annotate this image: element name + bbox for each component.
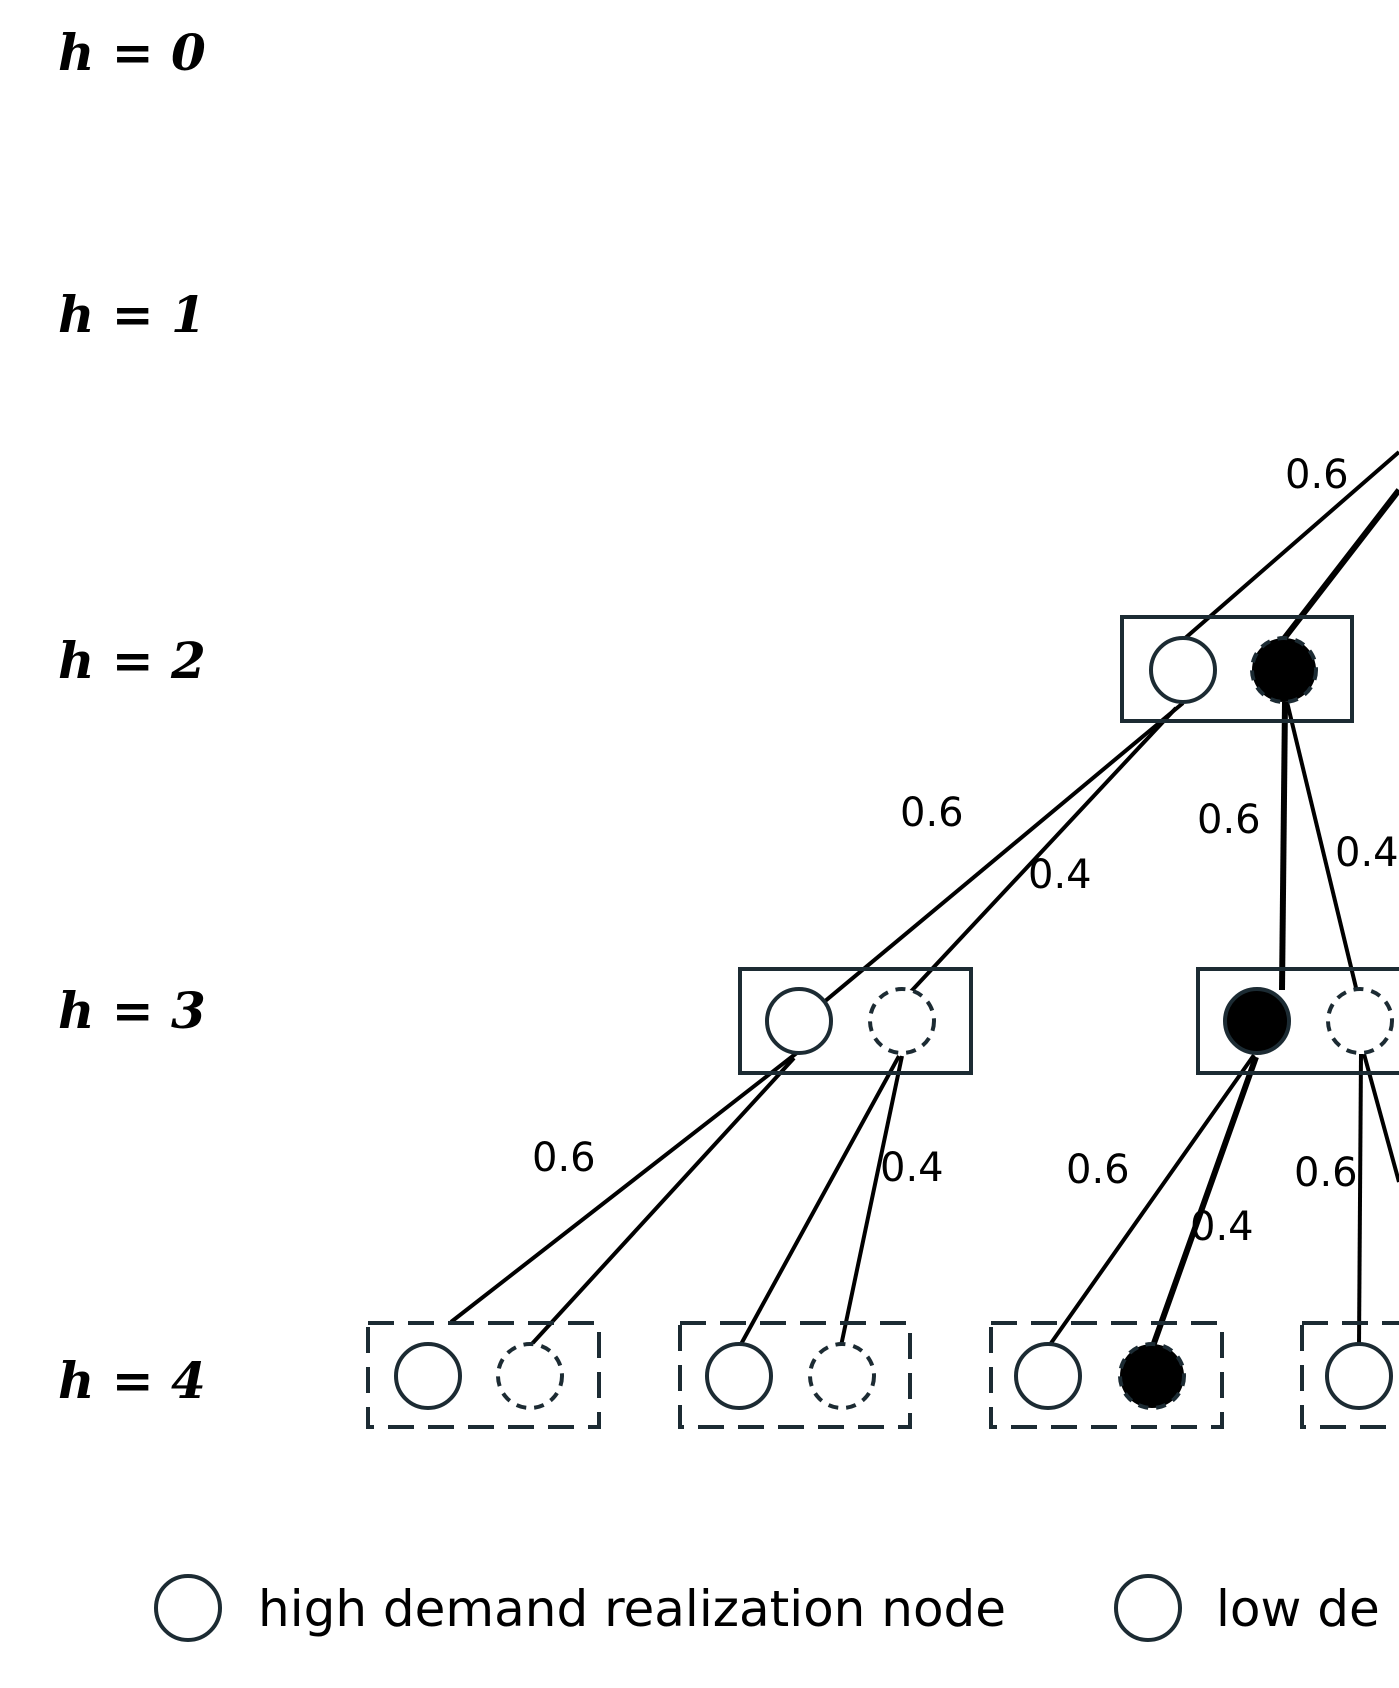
high-demand-node bbox=[1325, 1342, 1393, 1410]
prob-label: 0.6 bbox=[1066, 1147, 1130, 1193]
prob-label: 0.6 bbox=[1285, 452, 1349, 498]
low-demand-node bbox=[1326, 987, 1394, 1055]
node-group-h4-4 bbox=[1300, 1321, 1399, 1429]
edge-h2-to-h3a-high bbox=[798, 701, 1185, 1024]
high-demand-node bbox=[1014, 1342, 1082, 1410]
edge-h3c-to-h4-low bbox=[1362, 1053, 1399, 1183]
low-demand-node bbox=[808, 1342, 876, 1410]
node-group-h4-2 bbox=[678, 1321, 912, 1429]
node-group-h4-3 bbox=[989, 1321, 1224, 1429]
prob-label: 0.6 bbox=[1294, 1150, 1358, 1196]
edge-h2-to-h3a-low bbox=[901, 706, 1178, 1002]
edge-h2-to-h3b-high bbox=[1279, 701, 1288, 991]
high-demand-node bbox=[765, 987, 833, 1055]
edge-h3a-low-to-h4-high bbox=[738, 1055, 901, 1347]
node-group-h3-a bbox=[738, 967, 973, 1075]
high-demand-node bbox=[394, 1342, 462, 1410]
edge-h3b-high-to-h4-high bbox=[1047, 1053, 1256, 1348]
legend-low-demand-label: low de bbox=[1216, 1580, 1380, 1638]
level-label-h4: h = 4 bbox=[58, 1351, 206, 1410]
level-label-h0: h = 0 bbox=[58, 23, 206, 82]
edge-h3b-high-to-h4-low bbox=[1150, 1055, 1259, 1348]
prob-label: 0.6 bbox=[900, 790, 964, 836]
edge-h3a-high-to-h4-high bbox=[449, 1050, 800, 1324]
high-demand-node bbox=[1149, 636, 1217, 704]
legend-low-demand-icon bbox=[1114, 1574, 1182, 1642]
low-demand-node-selected bbox=[1250, 636, 1318, 704]
prob-label: 0.4 bbox=[1190, 1204, 1254, 1250]
legend-high-demand-icon bbox=[154, 1574, 222, 1642]
level-label-h2: h = 2 bbox=[58, 631, 206, 690]
level-label-h3: h = 3 bbox=[58, 981, 206, 1040]
low-demand-node-selected bbox=[1118, 1342, 1186, 1410]
low-demand-node bbox=[868, 987, 936, 1055]
legend-high-demand-label: high demand realization node bbox=[258, 1580, 1006, 1638]
high-demand-node-selected bbox=[1223, 987, 1291, 1055]
edge-top-to-h2-high bbox=[1181, 450, 1399, 642]
high-demand-node bbox=[705, 1342, 773, 1410]
edge-h3a-low-to-h4-low bbox=[839, 1055, 904, 1347]
level-label-h1: h = 1 bbox=[58, 285, 206, 344]
edge-h2-to-h3b-low bbox=[1285, 701, 1360, 997]
prob-label: 0.4 bbox=[880, 1145, 944, 1191]
prob-label: 0.4 bbox=[1028, 852, 1092, 898]
prob-label: 0.6 bbox=[1197, 797, 1261, 843]
edge-h3a-high-to-h4-low bbox=[528, 1056, 796, 1348]
prob-label: 0.4 bbox=[1335, 830, 1399, 876]
edge-h3c-to-h4-high bbox=[1357, 1053, 1363, 1347]
node-group-h4-1 bbox=[366, 1321, 601, 1429]
node-group-h3-b bbox=[1196, 967, 1399, 1075]
low-demand-node bbox=[496, 1342, 564, 1410]
node-group-h2 bbox=[1120, 615, 1354, 723]
prob-label: 0.6 bbox=[532, 1135, 596, 1181]
